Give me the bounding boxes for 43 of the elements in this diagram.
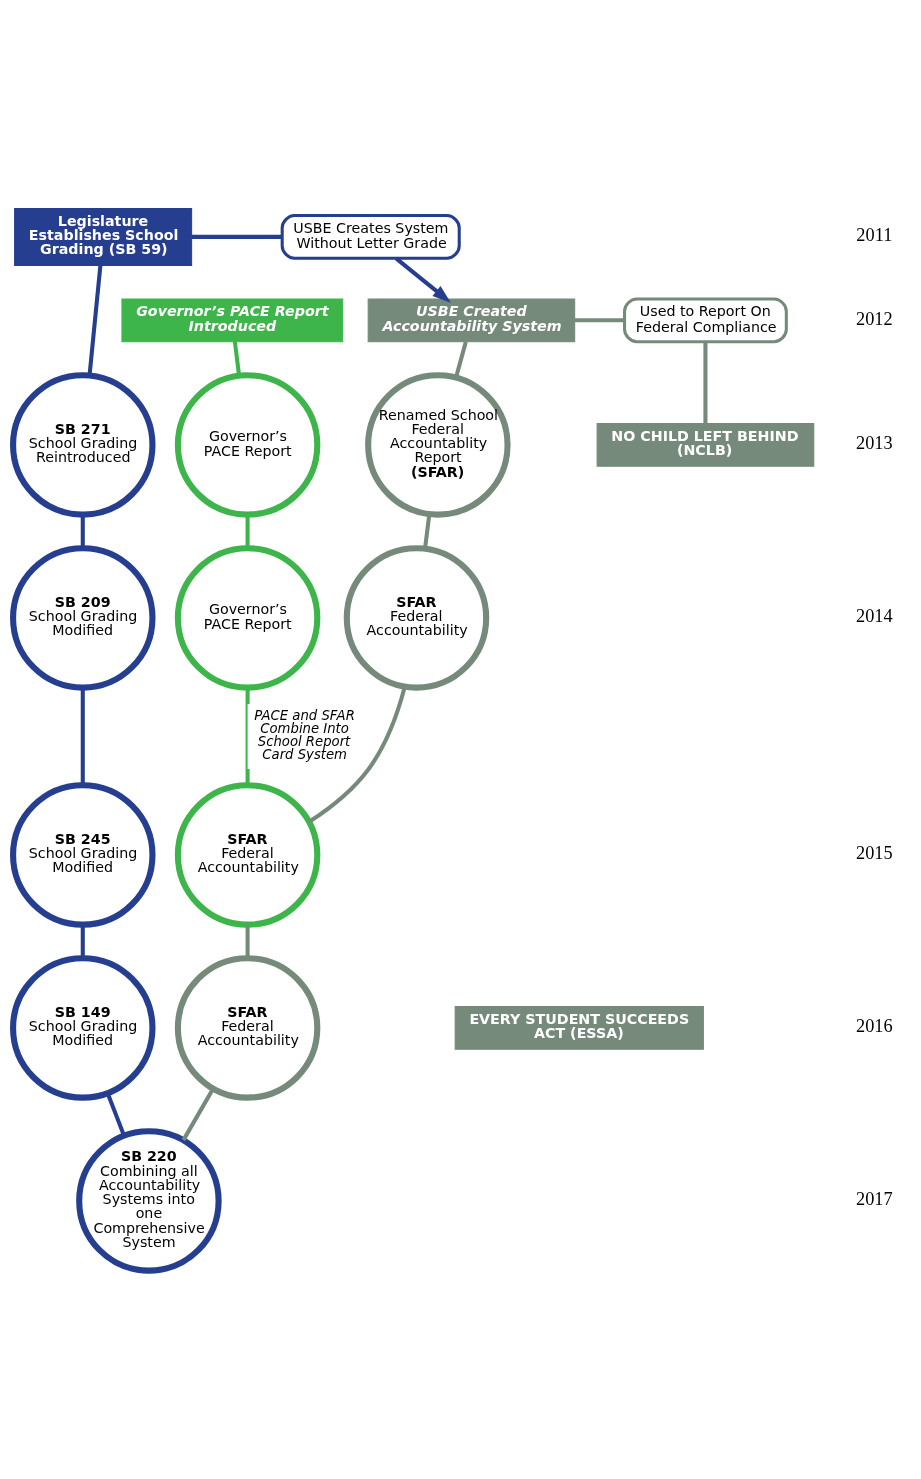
connector — [105, 1092, 126, 1137]
edge-label: PACE and SFAR Combine Into School Report Card System — [253, 707, 355, 763]
connector — [181, 1087, 215, 1142]
label: 2014 — [855, 606, 893, 627]
node-circle: SB 220 Combining all Accountability Systems into one Comprehensive System — [75, 1128, 222, 1274]
connector — [422, 514, 431, 549]
node-box: NO CHILD LEFT BEHIND (NCLB) — [596, 423, 814, 467]
node-circle: SFAR Federal Accountability — [174, 955, 320, 1101]
node-circle: SB 245 School Grading Modified — [9, 782, 155, 928]
label: 2012 — [855, 308, 893, 329]
node-circle: SB 271 School Grading Reintroduced — [9, 372, 155, 518]
label: 2011 — [855, 225, 892, 246]
connector — [191, 234, 282, 239]
node-box: Governor’s PACE Report Introduced — [120, 298, 343, 343]
connector — [245, 515, 250, 549]
label: 2015 — [855, 843, 893, 864]
label: 2013 — [855, 433, 893, 454]
node-circle: SFAR Federal Accountability — [174, 782, 320, 928]
node-box: Legislature Establishes School Grading (SB 59) — [13, 207, 192, 266]
connector — [307, 686, 407, 824]
node-circle: Governor’s PACE Report — [174, 372, 320, 518]
connector — [80, 515, 85, 549]
connector — [574, 318, 624, 323]
node-circle: SB 149 School Grading Modified — [9, 955, 155, 1101]
label: 2016 — [855, 1016, 893, 1037]
node-box: USBE Created Accountability System — [367, 298, 575, 343]
connector — [245, 925, 250, 959]
connector — [87, 265, 102, 376]
connector — [245, 687, 250, 786]
connector — [80, 925, 85, 959]
node-box: USBE Creates System Without Letter Grade — [280, 214, 461, 260]
connector — [232, 341, 241, 376]
arrow — [394, 256, 451, 303]
node-circle: SFAR Federal Accountability — [343, 545, 489, 691]
connector — [453, 341, 468, 379]
label: 2017 — [855, 1189, 893, 1210]
node-circle: Governor’s PACE Report — [174, 545, 320, 691]
connector — [702, 341, 707, 424]
node-box: Used to Report On Federal Compliance — [622, 297, 788, 344]
node-circle: SB 209 School Grading Modified — [9, 545, 155, 691]
connector — [80, 687, 85, 786]
node-circle: Renamed School Federal Accountablity Report (SFAR) — [364, 372, 511, 518]
node-box: EVERY STUDENT SUCCEEDS ACT (ESSA) — [454, 1006, 704, 1050]
